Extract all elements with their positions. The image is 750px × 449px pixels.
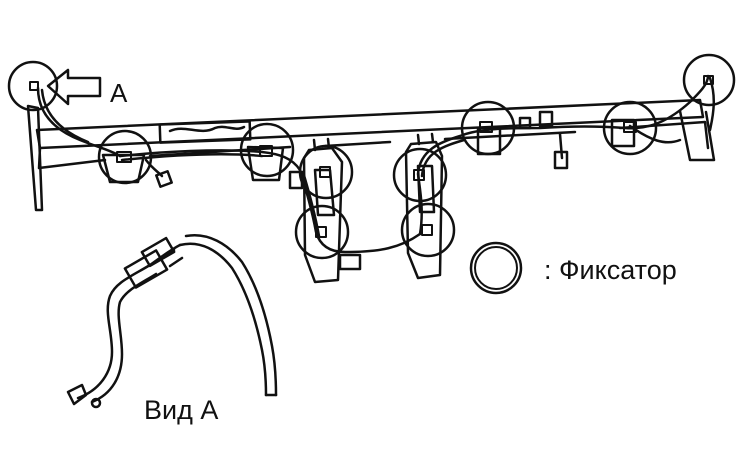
retainer-circle-1 xyxy=(7,60,59,112)
retainer-circle-4 xyxy=(298,144,354,200)
retainer-markers xyxy=(7,53,736,260)
retainer-circle-10 xyxy=(682,53,736,107)
harness-wires xyxy=(36,74,715,254)
circle-icon xyxy=(469,241,523,295)
view-a-marker-label: A xyxy=(110,78,128,108)
legend: : Фиксатор xyxy=(466,238,726,308)
arrow-left-icon xyxy=(46,68,102,106)
retainer-circle-7 xyxy=(400,202,456,258)
retainer-circle-9 xyxy=(602,100,658,156)
view-a-caption: Вид A xyxy=(144,395,219,425)
view-a-detail xyxy=(66,233,278,409)
central-bracket-right xyxy=(404,132,444,280)
legend-label: : Фиксатор xyxy=(544,255,677,285)
retainer-circle-8 xyxy=(460,100,516,156)
retainer-circle-3 xyxy=(239,122,295,178)
retainer-circle-6 xyxy=(392,147,448,203)
clip-details xyxy=(29,75,714,238)
retainer-circle-2 xyxy=(97,129,153,185)
retainer-circle-5 xyxy=(294,204,350,260)
